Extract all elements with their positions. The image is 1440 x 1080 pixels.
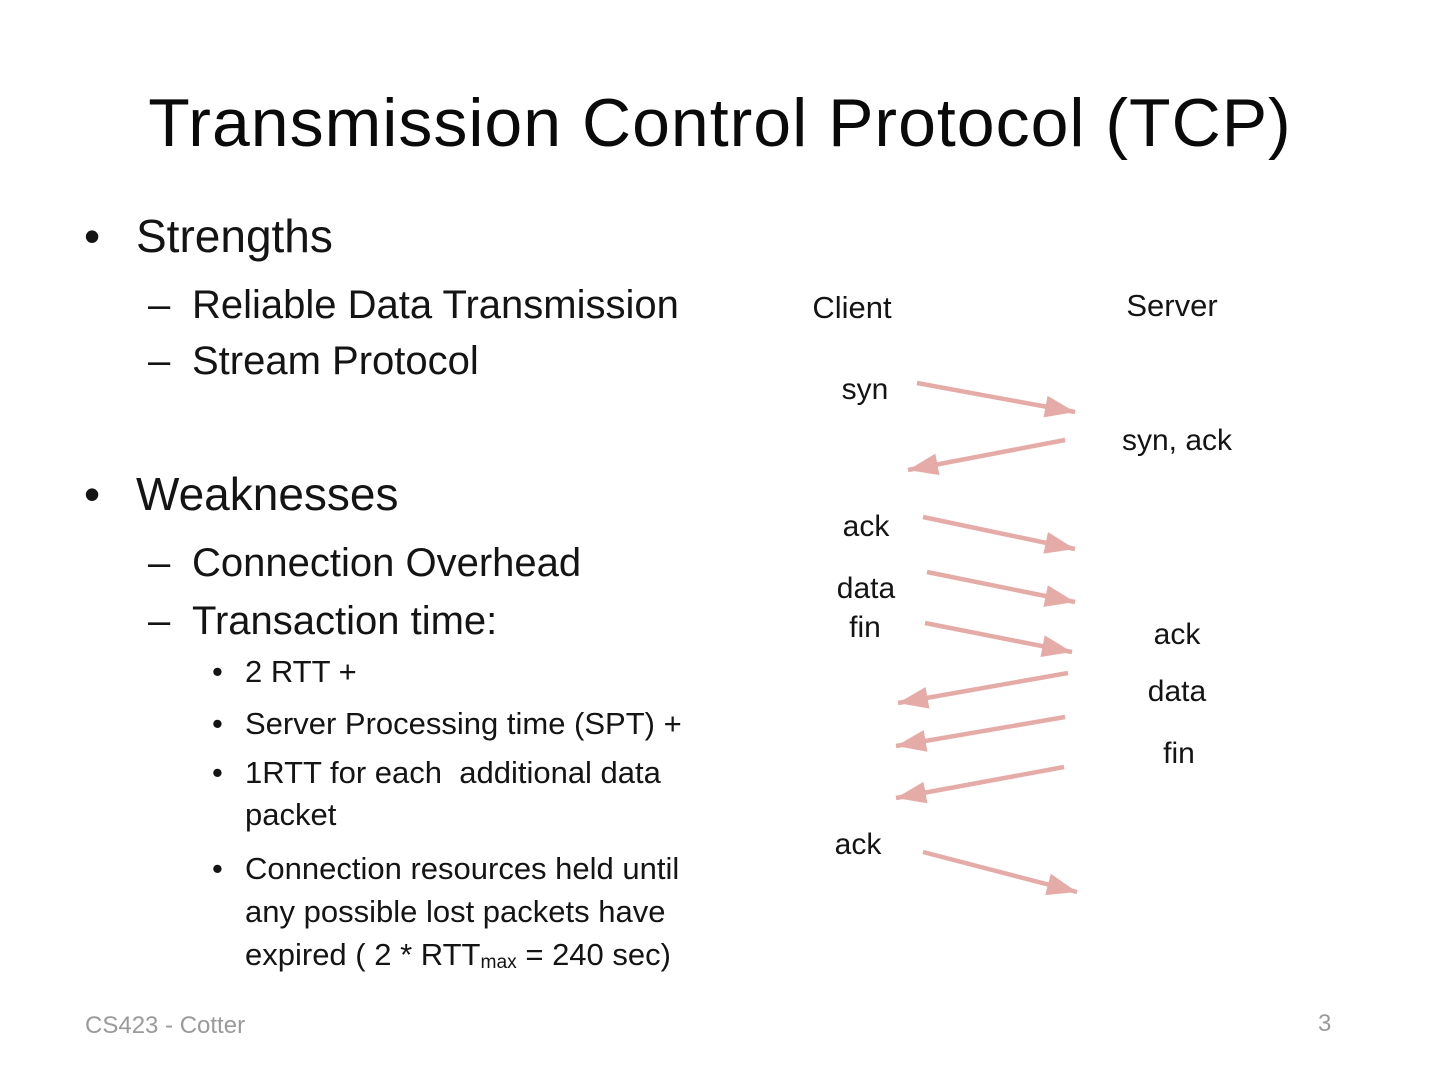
bullet-text: Strengths [136, 210, 333, 262]
bullet-text: Weaknesses [136, 468, 399, 520]
message-arrow-to-server [922, 514, 1076, 554]
dash-glyph: – [148, 541, 171, 585]
slide-title: Transmission Control Protocol (TCP) [148, 85, 1292, 161]
footer-page-number: 3 [1318, 1010, 1332, 1037]
bullet-text: Connection resources held until [245, 851, 680, 886]
bullet-item-level2: –Connection Overhead [148, 542, 581, 584]
message-label-fin-client: fin [849, 611, 881, 644]
message-arrow-to-client [895, 714, 1066, 752]
bullet-glyph: • [212, 654, 223, 689]
message-label-synack-server: syn, ack [1121, 424, 1233, 457]
bullet-text: Stream Protocol [192, 339, 479, 383]
message-arrow-to-client [897, 670, 1069, 709]
bullet-text: 1RTT for each additional data [245, 755, 661, 790]
bullet-text: Transaction time: [192, 599, 498, 643]
message-label-data-server: data [1147, 675, 1207, 708]
dash-glyph: – [148, 599, 171, 643]
bullet-item-continuation: packet [212, 797, 337, 832]
dash-glyph: – [148, 283, 171, 327]
bullet-text: packet [245, 797, 337, 832]
dash-glyph: – [148, 339, 171, 383]
bullet-glyph: • [84, 210, 101, 262]
message-label-ack-client: ack [842, 510, 890, 543]
bullet-item-level3: • Connection resources held until [212, 851, 680, 886]
bullet-item-level3: • 2 RTT + [212, 654, 357, 689]
message-label-data-client: data [836, 572, 896, 605]
message-label-ack-server: ack [1153, 618, 1201, 651]
bullet-item-level1: • Strengths [84, 210, 333, 262]
message-arrow-to-client [907, 437, 1066, 476]
bullet-glyph: • [212, 755, 223, 790]
bullet-glyph: • [212, 706, 223, 741]
client-column-header: Client [812, 290, 892, 325]
message-arrow-to-server [916, 380, 1076, 418]
message-arrow-to-server [924, 620, 1073, 657]
bullet-item-level3: • Server Processing time (SPT) + [212, 706, 682, 741]
bullet-text: Reliable Data Transmission [192, 283, 679, 327]
bullet-item-continuation: any possible lost packets have [212, 894, 666, 929]
bullet-item-level2: –Transaction time: [148, 600, 497, 642]
bullet-text: any possible lost packets have [245, 894, 666, 929]
bullet-glyph: • [84, 468, 101, 520]
message-label-fin-server: fin [1163, 737, 1195, 770]
bullet-item-level2: –Reliable Data Transmission [148, 284, 679, 326]
message-arrow-to-client [895, 764, 1065, 804]
message-label-ack-client: ack [834, 828, 882, 861]
bullet-text: 2 RTT + [245, 654, 357, 689]
bullet-item-level2: –Stream Protocol [148, 340, 479, 382]
server-column-header: Server [1126, 288, 1218, 323]
message-arrow-to-server [926, 569, 1076, 607]
message-arrow-to-server [922, 849, 1078, 896]
bullet-glyph: • [212, 851, 223, 886]
bullet-text: Connection Overhead [192, 541, 582, 585]
bullet-item-continuation: expired ( 2 * RTTmax = 240 sec) [212, 937, 671, 974]
bullet-item-level1: • Weaknesses [84, 468, 399, 520]
message-label-syn-client: syn [841, 373, 889, 406]
footer-course: CS423 - Cotter [85, 1012, 246, 1039]
bullet-text: expired ( 2 * RTTmax = 240 sec) [245, 937, 671, 974]
bullet-item-level3: • 1RTT for each additional data [212, 755, 661, 790]
bullet-text: Server Processing time (SPT) + [245, 706, 682, 741]
